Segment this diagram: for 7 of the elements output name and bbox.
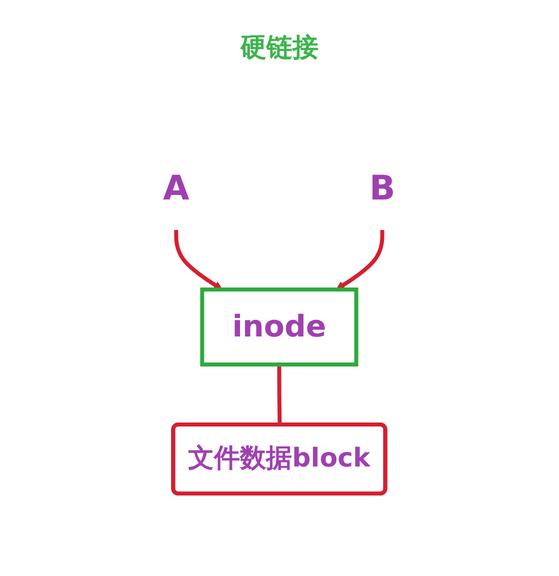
arrow [336,230,385,290]
node-box: inode [200,288,359,366]
connector [278,364,282,426]
node-text: A [163,168,190,208]
arrow [174,230,223,290]
diagram-title: 硬链接 [240,32,318,65]
node-text: B [370,168,396,208]
